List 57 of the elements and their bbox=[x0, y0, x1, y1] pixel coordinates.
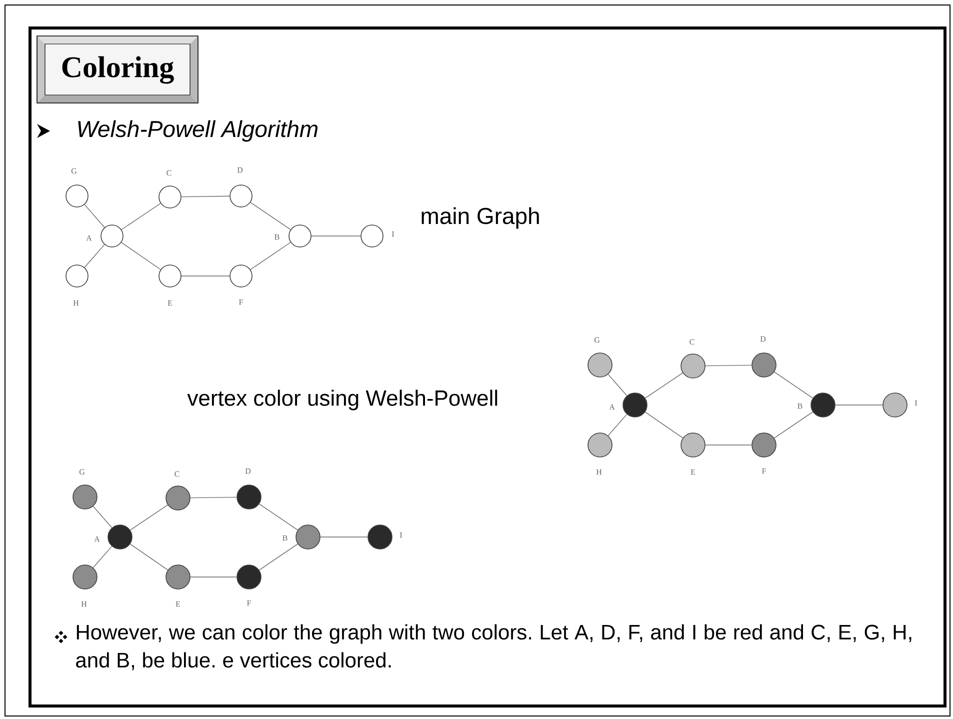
vertex-label: C bbox=[174, 471, 180, 477]
graph-edge bbox=[608, 414, 628, 436]
graph-edge bbox=[130, 504, 168, 530]
vertex-label: C bbox=[690, 339, 694, 345]
graph-edge bbox=[130, 544, 168, 570]
vertex-label: I bbox=[392, 231, 394, 237]
vertex-label: F bbox=[762, 468, 766, 474]
graph-edge bbox=[258, 504, 298, 530]
vertex-label: A bbox=[86, 235, 92, 241]
vertex-label: A bbox=[94, 536, 100, 542]
graph-edge bbox=[84, 244, 105, 268]
graph-edge bbox=[84, 204, 105, 228]
vertex-label: G bbox=[79, 469, 85, 475]
vertex-label: B bbox=[282, 535, 288, 541]
vertex-label: G bbox=[594, 337, 600, 343]
graph-edge bbox=[705, 364, 752, 366]
graph-edge bbox=[181, 196, 230, 198]
graph-edge bbox=[250, 242, 291, 270]
graph-edge bbox=[320, 536, 368, 538]
graph-edge bbox=[121, 242, 161, 270]
graph-edge bbox=[250, 202, 291, 230]
vertex-label: D bbox=[760, 336, 766, 342]
vertex-label: I bbox=[400, 532, 402, 538]
heading-text: Welsh-Powell Algorithm bbox=[78, 120, 318, 142]
graph-edge bbox=[705, 444, 752, 446]
vertex-label: B bbox=[274, 234, 280, 240]
vertex-label: G bbox=[71, 168, 77, 174]
vertex-label: F bbox=[247, 600, 251, 606]
title-box: Coloring bbox=[36, 36, 198, 104]
vertex-label: E bbox=[176, 601, 180, 607]
graph-caption: vertex color using Welsh-Powell bbox=[187, 390, 498, 410]
vertex-label: I bbox=[914, 400, 918, 406]
vertex-label: H bbox=[596, 469, 602, 475]
note-paragraph: However, we can color the graph with two colors. Let A, D, F, and I be red and C, E, G, H, and B, be blue. e vertices colored. bbox=[76, 624, 912, 670]
graph-edge bbox=[190, 576, 237, 578]
vertex-label: E bbox=[690, 469, 696, 475]
graph-edge bbox=[190, 496, 237, 498]
vertex-label: D bbox=[245, 468, 251, 474]
vertex-label: D bbox=[237, 167, 243, 173]
vertex-label: B bbox=[798, 403, 802, 409]
graph-edge bbox=[258, 544, 298, 570]
vertex-label: C bbox=[166, 170, 172, 176]
vertex-label: H bbox=[81, 601, 87, 607]
vertex-label: A bbox=[609, 404, 615, 410]
graph-caption: main Graph bbox=[422, 207, 539, 229]
graph-edge bbox=[121, 203, 161, 230]
graph-edge bbox=[644, 372, 684, 398]
graph-edge bbox=[92, 546, 112, 568]
vertex-label: F bbox=[239, 299, 243, 305]
graph-edge bbox=[774, 412, 814, 438]
vertex-label: H bbox=[73, 300, 79, 306]
graph-edge bbox=[92, 506, 112, 528]
graph-edge bbox=[774, 372, 814, 398]
graph-edge bbox=[835, 404, 883, 406]
graph-edge bbox=[608, 374, 628, 396]
vertex-label: E bbox=[168, 300, 172, 306]
graph-edge bbox=[644, 412, 684, 438]
